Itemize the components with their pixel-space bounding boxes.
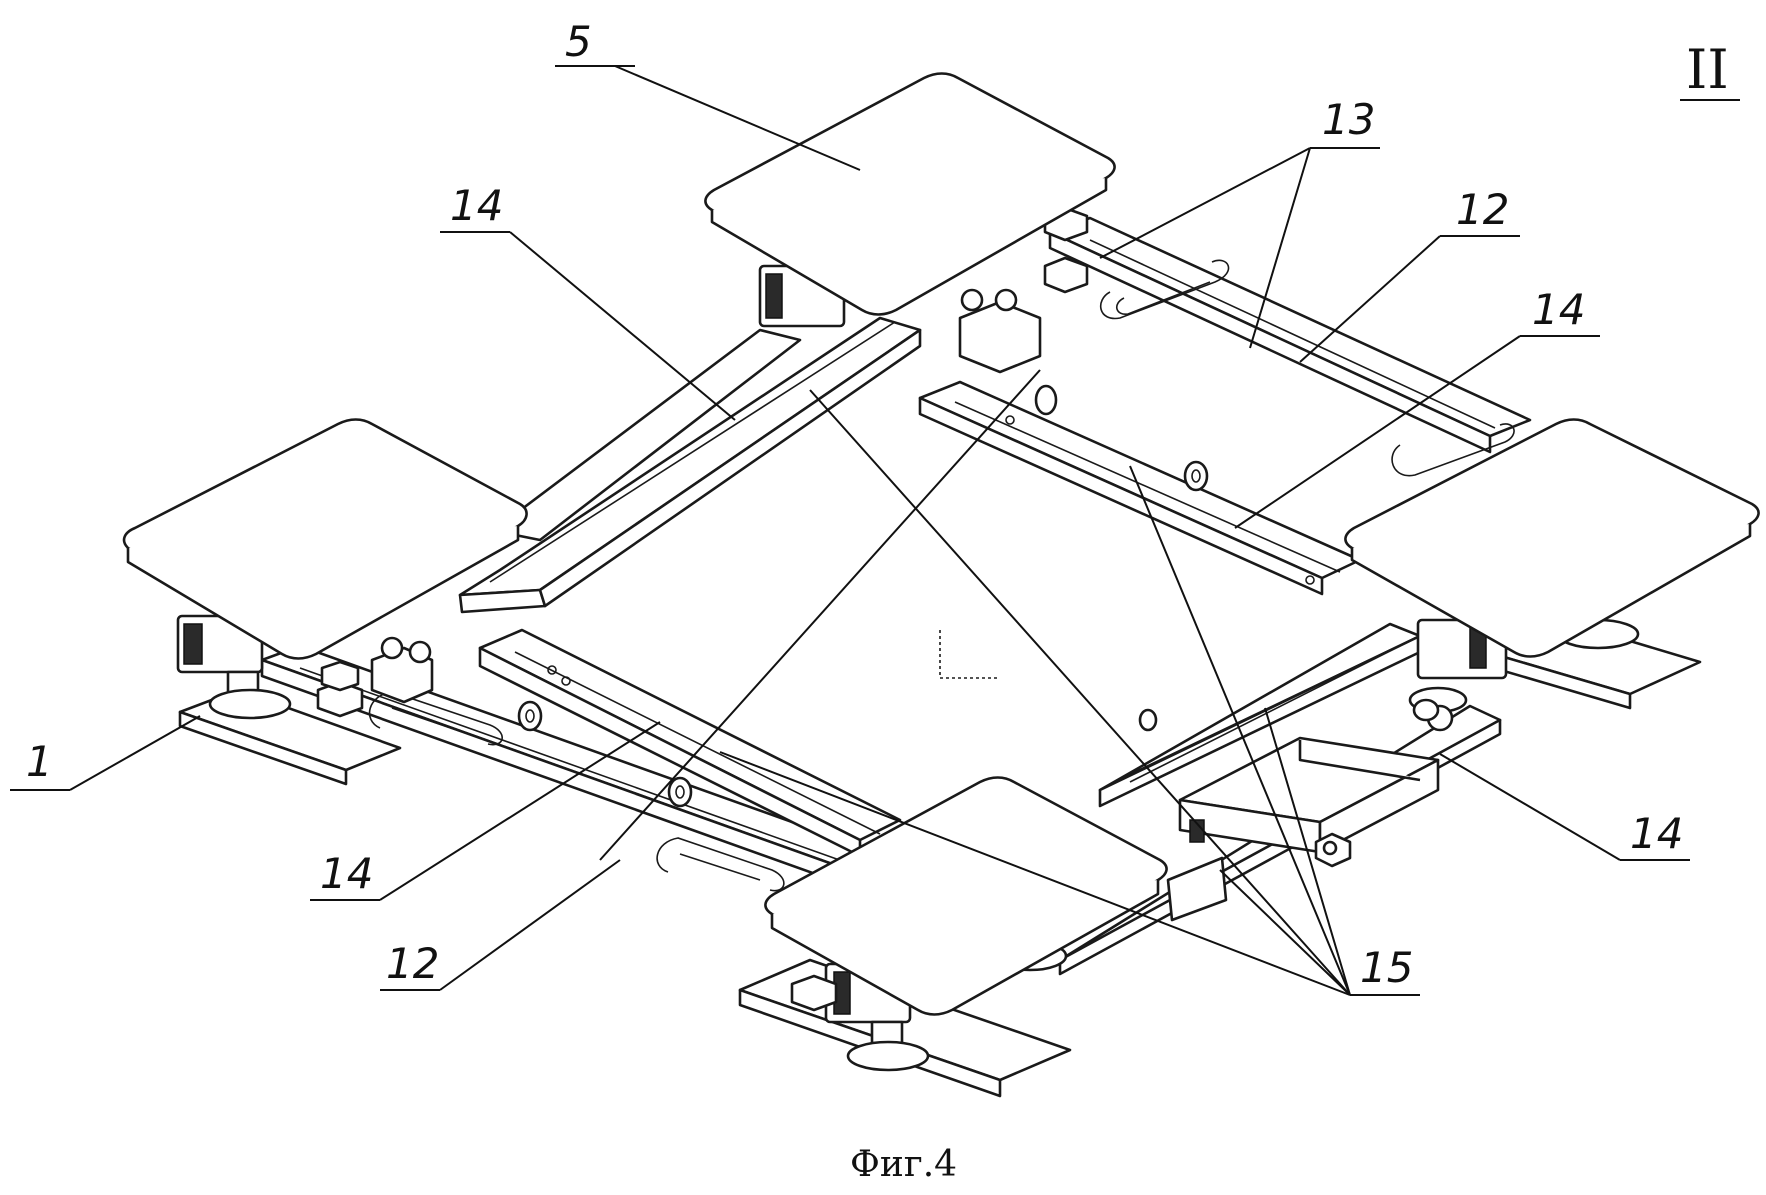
pad-front (764, 776, 1168, 1016)
handle-right (1391, 423, 1515, 477)
center-mark (939, 630, 1000, 679)
ref-14-bottom-right: 14 (1630, 809, 1683, 858)
frame-beam-right-12 (1048, 216, 1532, 454)
handle-back (1099, 259, 1230, 320)
ref-14-top-left: 14 (450, 181, 503, 230)
ref-14-bottom-left: 14 (320, 849, 373, 898)
ref-14-top-right: 14 (1532, 285, 1585, 334)
washers (517, 460, 1440, 808)
clamp-block-back (958, 288, 1058, 416)
cross-bar-front-left-14 (478, 628, 902, 858)
handle-front (656, 837, 785, 892)
cross-bar-back-left-14 (458, 316, 922, 614)
ref-12-bottom: 12 (386, 939, 439, 988)
cross-bar-front-right-14 (1098, 622, 1422, 808)
clamp-block-left (370, 636, 434, 704)
ref-5: 5 (565, 17, 592, 66)
figure-caption: Фиг.4 (850, 1144, 957, 1185)
ref-1: 1 (26, 737, 53, 786)
pad-back (704, 72, 1116, 316)
pad-left (122, 418, 528, 660)
ref-12-top: 12 (1456, 185, 1509, 234)
leader-lines (10, 65, 1690, 996)
ref-13: 13 (1322, 95, 1375, 144)
pad-right (1344, 418, 1760, 658)
junction-box (1166, 736, 1440, 922)
sheet-mark: II (1686, 38, 1729, 101)
ref-15: 15 (1360, 943, 1413, 992)
